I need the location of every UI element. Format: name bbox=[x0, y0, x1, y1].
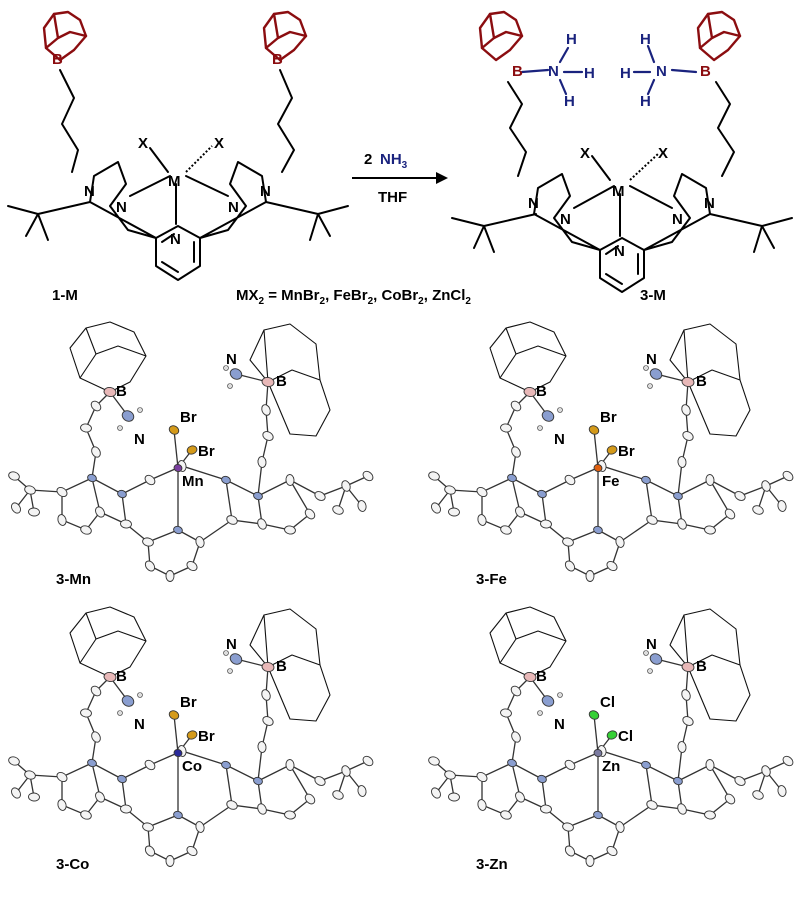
boron-label-right: B bbox=[276, 658, 287, 675]
boron-label-right: B bbox=[276, 373, 287, 390]
product-amine-n-left: N bbox=[548, 63, 559, 80]
product-h1-left: H bbox=[566, 31, 577, 48]
reactant-n1: N bbox=[84, 183, 95, 200]
amine-n-label-right: N bbox=[226, 351, 237, 368]
product-halide-right: X bbox=[658, 145, 668, 162]
amine-n-label-left: N bbox=[554, 716, 565, 733]
boron-label-right: B bbox=[696, 658, 707, 675]
reactant-1M bbox=[7, 10, 349, 281]
reagent-nh3: NH3 bbox=[380, 151, 408, 171]
product-n3: N bbox=[614, 243, 625, 260]
reactant-halide-right: X bbox=[214, 135, 224, 152]
amine-n-label-left: N bbox=[134, 716, 145, 733]
metal-label: Zn bbox=[602, 758, 620, 775]
reactant-n5: N bbox=[260, 183, 271, 200]
reagent-coefficient: 2 bbox=[364, 151, 372, 168]
product-h2-right: H bbox=[620, 65, 631, 82]
reactant-boron-right: B bbox=[272, 51, 283, 68]
reactant-n2: N bbox=[116, 199, 127, 216]
halide-label-1: Br bbox=[180, 409, 197, 426]
reaction-arrow bbox=[352, 172, 448, 184]
boron-label-left: B bbox=[536, 383, 547, 400]
reactant-halide-left: X bbox=[138, 135, 148, 152]
metal-salts-line: MX2 = MnBr2, FeBr2, CoBr2, ZnCl2 bbox=[236, 287, 471, 307]
reactant-n3: N bbox=[170, 231, 181, 248]
product-n2: N bbox=[560, 211, 571, 228]
halide-label-2: Br bbox=[618, 443, 635, 460]
amine-n-label-left: N bbox=[554, 431, 565, 448]
product-3M bbox=[451, 10, 793, 293]
structure-label: 3-Zn bbox=[476, 856, 508, 873]
halide-label-2: Br bbox=[198, 443, 215, 460]
halide-label-1: Cl bbox=[600, 694, 615, 711]
reactant-n4: N bbox=[228, 199, 239, 216]
product-metal: M bbox=[612, 183, 625, 200]
metal-label: Co bbox=[182, 758, 202, 775]
halide-label-1: Br bbox=[180, 694, 197, 711]
boron-label-right: B bbox=[696, 373, 707, 390]
reactant-boron-left: B bbox=[52, 51, 63, 68]
metal-label: Fe bbox=[602, 473, 620, 490]
boron-label-left: B bbox=[116, 383, 127, 400]
boron-label-left: B bbox=[116, 668, 127, 685]
product-h3-left: H bbox=[564, 93, 575, 110]
product-n1: N bbox=[528, 195, 539, 212]
product-amine-n-right: N bbox=[656, 63, 667, 80]
product-halide-left: X bbox=[580, 145, 590, 162]
amine-n-label-left: N bbox=[134, 431, 145, 448]
product-label: 3-M bbox=[640, 287, 666, 304]
product-h1-right: H bbox=[640, 31, 651, 48]
product-h2-left: H bbox=[584, 65, 595, 82]
reaction-scheme: B B X X M N N N N N 2 NH3 THF bbox=[7, 10, 793, 307]
amine-n-label-right: N bbox=[646, 351, 657, 368]
halide-label-2: Cl bbox=[618, 728, 633, 745]
product-n5: N bbox=[704, 195, 715, 212]
halide-label-1: Br bbox=[600, 409, 617, 426]
product-n4: N bbox=[672, 211, 683, 228]
product-boron-left: B bbox=[512, 63, 523, 80]
product-h3-right: H bbox=[640, 93, 651, 110]
metal-label: Mn bbox=[182, 473, 204, 490]
halide-label-2: Br bbox=[198, 728, 215, 745]
amine-n-label-right: N bbox=[226, 636, 237, 653]
structure-label: 3-Mn bbox=[56, 571, 91, 588]
solvent-label: THF bbox=[378, 189, 407, 206]
reactant-label: 1-M bbox=[52, 287, 78, 304]
boron-label-left: B bbox=[536, 668, 547, 685]
amine-n-label-right: N bbox=[646, 636, 657, 653]
product-boron-right: B bbox=[700, 63, 711, 80]
structure-label: 3-Co bbox=[56, 856, 89, 873]
reactant-metal: M bbox=[168, 173, 181, 190]
crystal-structures: BBNNBrBrMn3-MnBBNNBrBrFe3-FeBBNNBrBrCo3-… bbox=[8, 321, 794, 873]
structure-label: 3-Fe bbox=[476, 571, 507, 588]
